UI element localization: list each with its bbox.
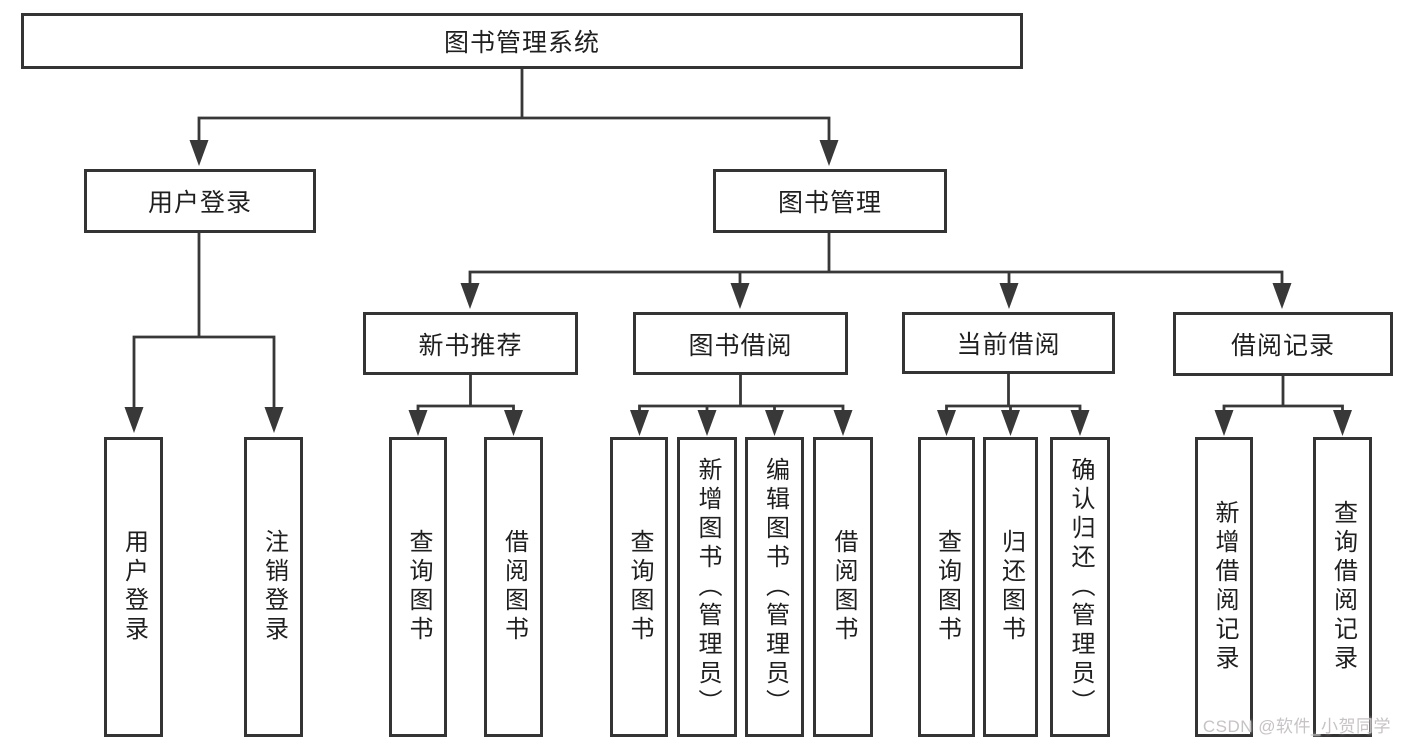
- leaf-edit-book-admin: 编辑图书（管理员）: [745, 437, 804, 737]
- connector-login-to-leaves: [132, 231, 276, 411]
- leaf-confirm-return-admin: 确认归还（管理员）: [1050, 437, 1110, 737]
- node-library-system-root: 图书管理系统: [21, 13, 1023, 69]
- connector-current-to-leaves: [945, 372, 1082, 416]
- node-borrowing-records: 借阅记录: [1173, 312, 1393, 376]
- leaf-current-query-books: 查询图书: [918, 437, 975, 737]
- node-new-book-recommendation: 新书推荐: [363, 312, 578, 375]
- leaf-return-book: 归还图书: [983, 437, 1038, 737]
- node-user-login: 用户登录: [84, 169, 316, 233]
- connector-root-to-level2: [197, 67, 831, 147]
- leaf-add-book-admin: 新增图书（管理员）: [677, 437, 737, 737]
- leaf-borrowing-query-books: 查询图书: [610, 437, 668, 737]
- connector-borrowing-to-leaves: [638, 373, 845, 416]
- leaf-recommend-borrow-book: 借阅图书: [484, 437, 543, 737]
- connector-records-to-leaves: [1222, 374, 1344, 416]
- connector-recommend-to-leaves: [416, 373, 515, 416]
- node-current-borrowing: 当前借阅: [902, 312, 1115, 374]
- leaf-recommend-query-books: 查询图书: [389, 437, 447, 737]
- leaf-query-borrow-record: 查询借阅记录: [1313, 437, 1372, 737]
- leaf-add-borrow-record: 新增借阅记录: [1195, 437, 1253, 737]
- watermark-text: CSDN @软件_小贺同学: [1202, 717, 1391, 736]
- connector-management-to-sections: [468, 231, 1284, 290]
- leaf-logout: 注销登录: [244, 437, 303, 737]
- leaf-borrow-book: 借阅图书: [813, 437, 873, 737]
- node-book-management: 图书管理: [713, 169, 947, 233]
- leaf-user-login: 用户登录: [104, 437, 163, 737]
- node-book-borrowing: 图书借阅: [633, 312, 848, 375]
